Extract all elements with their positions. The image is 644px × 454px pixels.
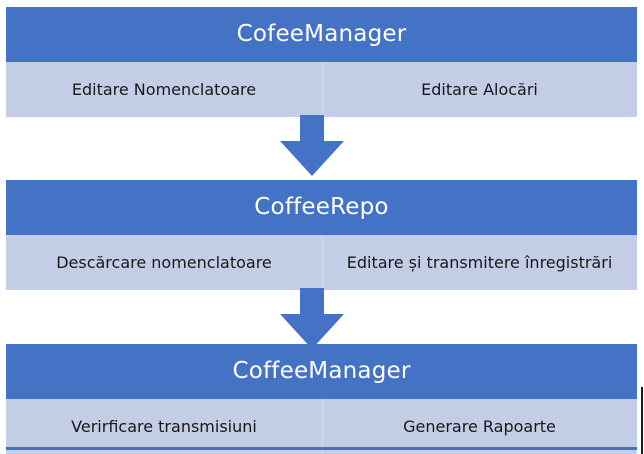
- block-3-cell-left[interactable]: Verirficare transmisiuni: [71, 417, 257, 436]
- block-2-cell-right[interactable]: Editare și transmitere înregistrări: [346, 253, 613, 272]
- right-edge-line: [641, 387, 643, 454]
- block-1-cell-divider: [322, 62, 323, 117]
- block-1-body: Editare Nomenclatoare Editare Alocări: [6, 62, 637, 117]
- block-2-body: Descărcare nomenclatoare Editare și tran…: [6, 235, 637, 290]
- down-arrow-icon-2: [279, 288, 345, 350]
- block-1-cell-right[interactable]: Editare Alocări: [421, 80, 538, 99]
- process-block-3: CoffeeManager Verirficare transmisiuni G…: [6, 344, 637, 454]
- down-arrow-icon-1: [279, 115, 345, 177]
- block-2-cell-left[interactable]: Descărcare nomenclatoare: [56, 253, 272, 272]
- block-2-cell-divider: [322, 235, 323, 290]
- process-block-1: CofeeManager Editare Nomenclatoare Edita…: [6, 7, 637, 117]
- block-3-body: Verirficare transmisiuni Generare Rapoar…: [6, 399, 637, 454]
- block-3-cell-right[interactable]: Generare Rapoarte: [403, 417, 556, 436]
- process-block-2: CoffeeRepo Descărcare nomenclatoare Edit…: [6, 180, 637, 290]
- bottom-divider: [6, 447, 637, 450]
- block-3-title: CoffeeManager: [6, 344, 637, 399]
- block-3-cell-divider: [322, 399, 323, 454]
- block-1-cell-left[interactable]: Editare Nomenclatoare: [71, 80, 257, 99]
- block-2-title: CoffeeRepo: [6, 180, 637, 235]
- block-1-title: CofeeManager: [6, 7, 637, 62]
